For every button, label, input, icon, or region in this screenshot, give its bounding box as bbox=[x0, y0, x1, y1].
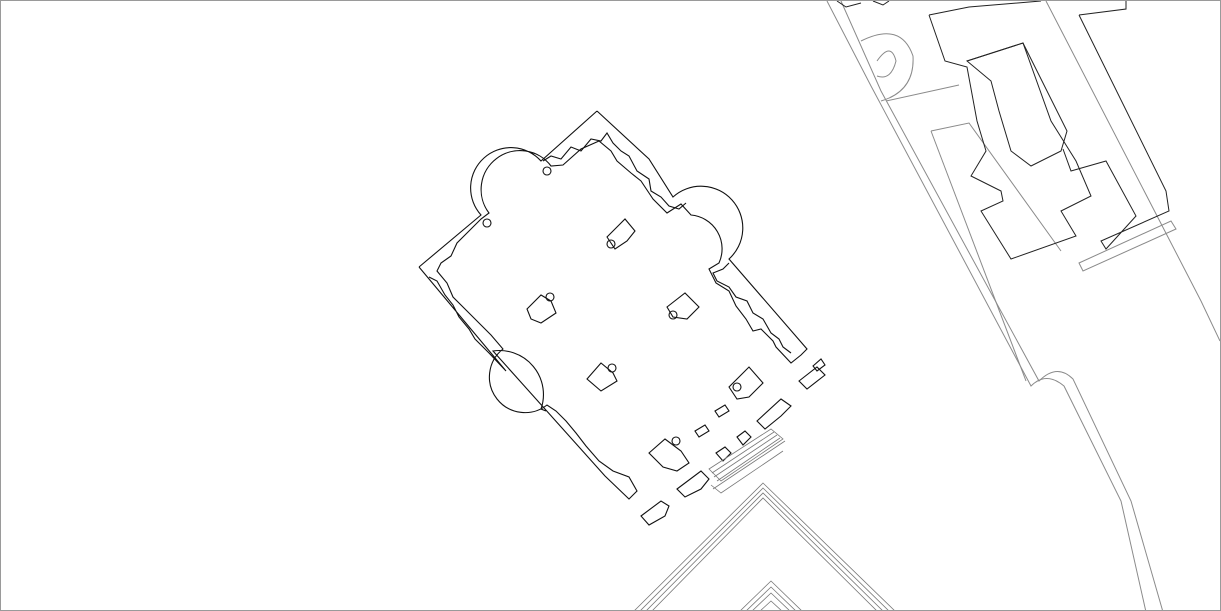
building-block-courtyard bbox=[965, 42, 1068, 167]
building-corner-top bbox=[836, 1, 890, 8]
curved-wall bbox=[860, 33, 914, 102]
plot-boundary-3 bbox=[885, 84, 960, 102]
church-inner-wall bbox=[418, 132, 792, 372]
entrance-steps bbox=[708, 428, 786, 494]
plot-boundary-4 bbox=[1078, 220, 1177, 272]
neighbouring-building-outlines bbox=[836, 1, 1170, 260]
street-edge-inner bbox=[840, 1, 1163, 610]
facade-pillars bbox=[640, 358, 826, 526]
street-edges bbox=[826, 1, 1220, 610]
church-outer-wall bbox=[418, 110, 808, 500]
building-block-east bbox=[928, 1, 1092, 260]
plot-boundary-2 bbox=[930, 130, 1027, 382]
building-block-far-east bbox=[1062, 1, 1170, 250]
column-north bbox=[542, 166, 552, 176]
interior-piers bbox=[526, 218, 764, 472]
plot-boundary-5 bbox=[1045, 1, 1220, 342]
plot-boundary-1 bbox=[930, 122, 1062, 252]
street-edge-west bbox=[826, 1, 1147, 610]
column-west bbox=[482, 218, 492, 228]
church-floor-plan bbox=[418, 110, 826, 526]
stepped-square bbox=[634, 482, 895, 610]
